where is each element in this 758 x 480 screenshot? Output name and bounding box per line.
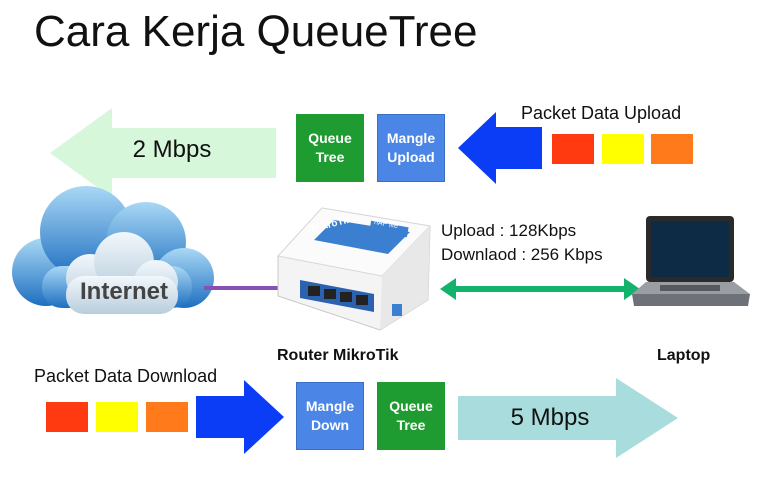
download-packet-yellow [96, 402, 138, 432]
upload-packet-red [552, 134, 594, 164]
download-direction-arrow [196, 380, 284, 454]
internet-cloud-icon [12, 186, 214, 314]
mangle-down-box: Mangle Down [296, 382, 364, 450]
upload-packet-orange [651, 134, 693, 164]
download-packet-red [46, 402, 88, 432]
download-rate-label: Downlaod : 256 Kbps [441, 245, 603, 264]
packet-download-label: Packet Data Download [34, 366, 218, 386]
upload-speed-label: 2 Mbps [132, 136, 212, 163]
router-label: Router MikroTik [277, 347, 399, 364]
packet-upload-label: Packet Data Upload [521, 103, 682, 123]
upload-speed-arrow [50, 108, 276, 198]
upload-packet-yellow [602, 134, 644, 164]
download-speed-arrow [458, 378, 678, 458]
internet-label: Internet [80, 278, 169, 305]
laptop-label: Laptop [657, 347, 711, 364]
upload-rate-label: Upload : 128Kbps [441, 221, 577, 240]
internet-router-link [204, 286, 290, 290]
download-packet-orange [146, 402, 188, 432]
page-title: Cara Kerja QueueTree [34, 7, 478, 56]
download-queue-tree-box: Queue Tree [377, 382, 445, 450]
download-speed-label: 5 Mbps [510, 404, 590, 431]
upload-queue-tree-box: Queue Tree [296, 114, 364, 182]
laptop-icon [632, 216, 750, 306]
router-laptop-link-arrow [440, 278, 640, 300]
router-icon [277, 207, 432, 331]
upload-direction-arrow [458, 112, 542, 184]
mangle-upload-box: Mangle Upload [377, 114, 445, 182]
